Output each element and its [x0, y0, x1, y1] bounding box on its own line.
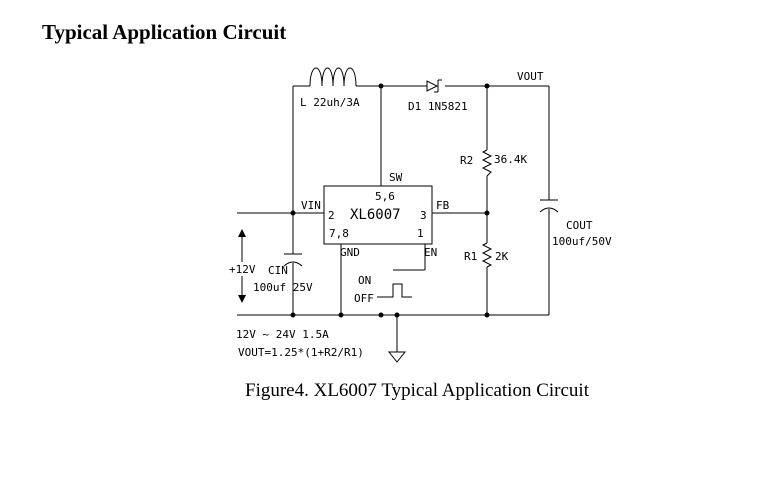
cin-capacitor-symbol	[283, 253, 303, 267]
input-voltage-arrows	[238, 229, 246, 303]
vout-formula: VOUT=1.25*(1+R2/R1)	[238, 346, 364, 359]
enable-pulse-symbol	[377, 283, 412, 298]
inductor-symbol	[309, 67, 357, 87]
ic-pin-vin-number: 2	[328, 209, 335, 222]
r1-label: R1	[464, 250, 477, 263]
cin-value: 100uf 25V	[253, 281, 313, 294]
ic-pin-fb-label: FB	[436, 199, 450, 212]
ic-pin-vin-label: VIN	[301, 199, 321, 212]
r2-value: 36.4K	[494, 153, 527, 166]
ic-pin-en-label: EN	[424, 246, 437, 259]
wires	[237, 85, 550, 352]
enable-on-label: ON	[358, 274, 371, 287]
cout-label: COUT	[566, 219, 593, 232]
ic-pin-sw-label: SW	[389, 171, 403, 184]
cout-capacitor-symbol	[539, 199, 559, 213]
ic-pin-en-number: 1	[417, 227, 424, 240]
section-heading: Typical Application Circuit	[42, 20, 287, 44]
r1-resistor-symbol	[481, 242, 493, 268]
diode-symbol	[426, 79, 442, 93]
ic-name: XL6007	[350, 207, 401, 223]
r1-value: 2K	[495, 250, 509, 263]
figure-caption: Figure4. XL6007 Typical Application Circ…	[245, 380, 589, 401]
cout-value: 100uf/50V	[552, 235, 612, 248]
ic-body	[323, 185, 433, 245]
junction-dots	[290, 83, 490, 318]
vout-label: VOUT	[517, 70, 544, 83]
r2-label: R2	[460, 154, 473, 167]
ic-pin-sw-number: 5,6	[375, 190, 395, 203]
inductor-label: L 22uh/3A	[300, 96, 360, 109]
ic-pin-fb-number: 3	[420, 209, 427, 222]
ic-pin-gnd-number: 7,8	[329, 227, 349, 240]
enable-off-label: OFF	[354, 292, 374, 305]
cin-label: CIN	[268, 264, 288, 277]
ground-symbol	[387, 351, 407, 363]
r2-resistor-symbol	[481, 149, 493, 177]
input-voltage-label: +12V	[229, 263, 256, 276]
ic-pin-gnd-label: GND	[340, 246, 360, 259]
input-range-note: 12V ~ 24V 1.5A	[236, 328, 329, 341]
diode-label: D1 1N5821	[408, 100, 468, 113]
